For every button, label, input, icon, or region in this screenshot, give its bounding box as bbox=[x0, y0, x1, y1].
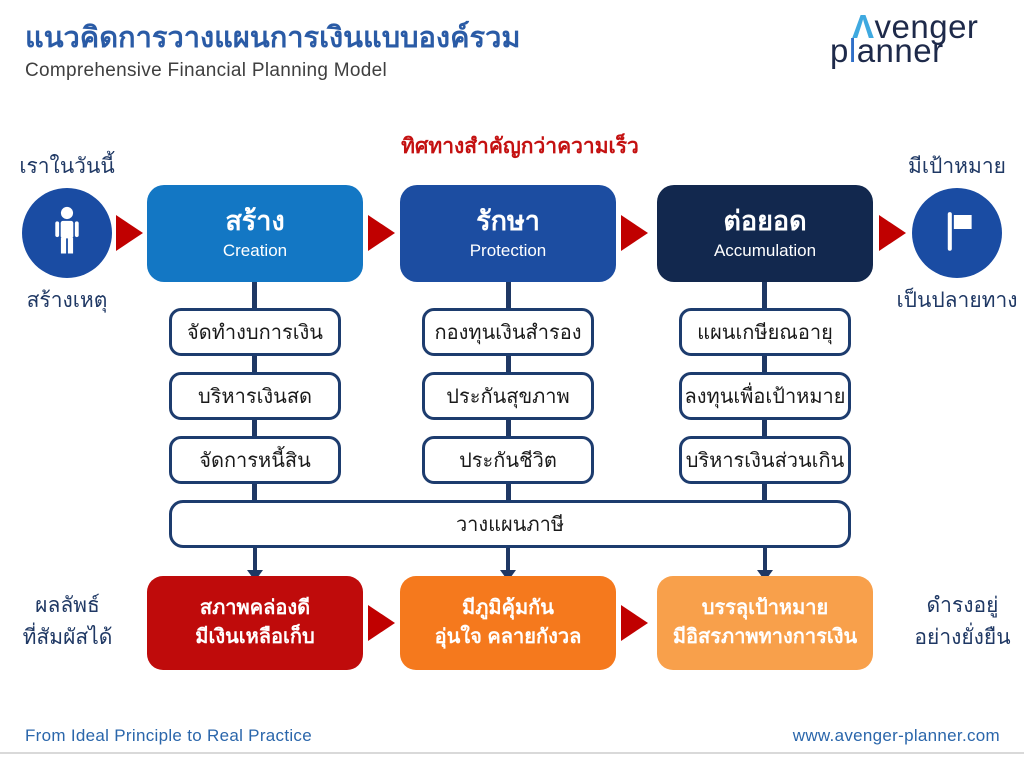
stage-title-en: Accumulation bbox=[713, 240, 817, 260]
tax-planning-box: วางแผนภาษี bbox=[169, 500, 851, 548]
task-box: ประกันสุขภาพ bbox=[422, 372, 594, 420]
task-box: บริหารเงินสด bbox=[169, 372, 341, 420]
task-box: ลงทุนเพื่อเป้าหมาย bbox=[679, 372, 851, 420]
arrow-down-icon bbox=[763, 548, 767, 571]
arrow-down-icon bbox=[253, 548, 257, 571]
outcome-protection: มีภูมิคุ้มกัน อุ่นใจ คลายกังวล bbox=[400, 576, 616, 670]
arrow-down-icon bbox=[247, 570, 263, 581]
logo-line2-l: l bbox=[848, 32, 857, 69]
task-box: แผนเกษียณอายุ bbox=[679, 308, 851, 356]
left-result-label: ผลลัพธ์ ที่สัมผัสได้ bbox=[5, 590, 130, 653]
arrow-right-icon bbox=[116, 215, 143, 251]
arrow-right-icon bbox=[621, 605, 648, 641]
arrow-down-icon bbox=[506, 548, 510, 571]
right-result-line1: ดำรงอยู่ bbox=[926, 594, 999, 617]
arrow-right-icon bbox=[368, 605, 395, 641]
outcome-line1: มีภูมิคุ้มกัน bbox=[462, 597, 554, 619]
arrow-right-icon bbox=[621, 215, 648, 251]
person-icon bbox=[40, 204, 94, 263]
stage-title-th: สร้าง bbox=[225, 206, 285, 237]
stage-title-en: Protection bbox=[469, 240, 547, 260]
logo-caret-icon: Λ bbox=[852, 8, 875, 45]
footer-divider bbox=[0, 752, 1024, 754]
task-box: ประกันชีวิต bbox=[422, 436, 594, 484]
left-persona-top-label: เราในวันนี้ bbox=[19, 155, 115, 178]
right-result-label: ดำรงอยู่ อย่างยั่งยืน bbox=[900, 590, 1024, 653]
left-result-line1: ผลลัพธ์ bbox=[35, 594, 100, 617]
arrow-right-icon bbox=[879, 215, 906, 251]
person-badge bbox=[22, 188, 112, 278]
logo-line1-text: venger bbox=[874, 8, 979, 45]
stage-title-th: ต่อยอด bbox=[723, 206, 807, 237]
stage-title-en: Creation bbox=[222, 240, 288, 260]
right-persona-top-label: มีเป้าหมาย bbox=[908, 155, 1006, 178]
arrow-right-icon bbox=[368, 215, 395, 251]
outcome-line1: สภาพคล่องดี bbox=[199, 597, 311, 619]
right-persona-bottom-label: เป็นปลายทาง bbox=[896, 289, 1018, 312]
stage-accumulation: ต่อยอด Accumulation bbox=[657, 185, 873, 282]
outcome-freedom: บรรลุเป้าหมาย มีอิสรภาพทางการเงิน bbox=[657, 576, 873, 670]
stage-creation: สร้าง Creation bbox=[147, 185, 363, 282]
tagline: ทิศทางสำคัญกว่าความเร็ว bbox=[401, 135, 639, 158]
avenger-planner-logo: Λvenger planner bbox=[830, 10, 978, 67]
right-result-line2: อย่างยั่งยืน bbox=[914, 625, 1011, 649]
task-box: จัดการหนี้สิน bbox=[169, 436, 341, 484]
stage-title-th: รักษา bbox=[476, 206, 540, 237]
logo-line1: Λvenger bbox=[852, 10, 978, 43]
task-box: จัดทำงบการเงิน bbox=[169, 308, 341, 356]
outcome-line1: บรรลุเป้าหมาย bbox=[701, 597, 829, 619]
outcome-line2: อุ่นใจ คลายกังวล bbox=[434, 626, 582, 648]
logo-line2: planner bbox=[830, 34, 978, 67]
logo-line2-text: anner bbox=[856, 32, 944, 69]
left-persona-bottom-label: สร้างเหตุ bbox=[26, 289, 108, 312]
footer-slogan: From Ideal Principle to Real Practice bbox=[25, 726, 312, 745]
task-box: บริหารเงินส่วนเกิน bbox=[679, 436, 851, 484]
outcome-line2: มีเงินเหลือเก็บ bbox=[195, 626, 315, 648]
left-result-line2: ที่สัมผัสได้ bbox=[22, 625, 113, 649]
outcome-liquidity: สภาพคล่องดี มีเงินเหลือเก็บ bbox=[147, 576, 363, 670]
task-box: กองทุนเงินสำรอง bbox=[422, 308, 594, 356]
footer-website: www.avenger-planner.com bbox=[792, 726, 1000, 745]
arrow-down-icon bbox=[500, 570, 516, 581]
goal-badge bbox=[912, 188, 1002, 278]
logo-line2-p: p bbox=[830, 32, 849, 69]
flag-icon bbox=[930, 204, 984, 263]
stage-protection: รักษา Protection bbox=[400, 185, 616, 282]
page-title: แนวคิดการวางแผนการเงินแบบองค์รวม bbox=[25, 22, 521, 54]
page-subtitle: Comprehensive Financial Planning Model bbox=[25, 60, 388, 81]
outcome-line2: มีอิสรภาพทางการเงิน bbox=[672, 626, 858, 648]
arrow-down-icon bbox=[757, 570, 773, 581]
